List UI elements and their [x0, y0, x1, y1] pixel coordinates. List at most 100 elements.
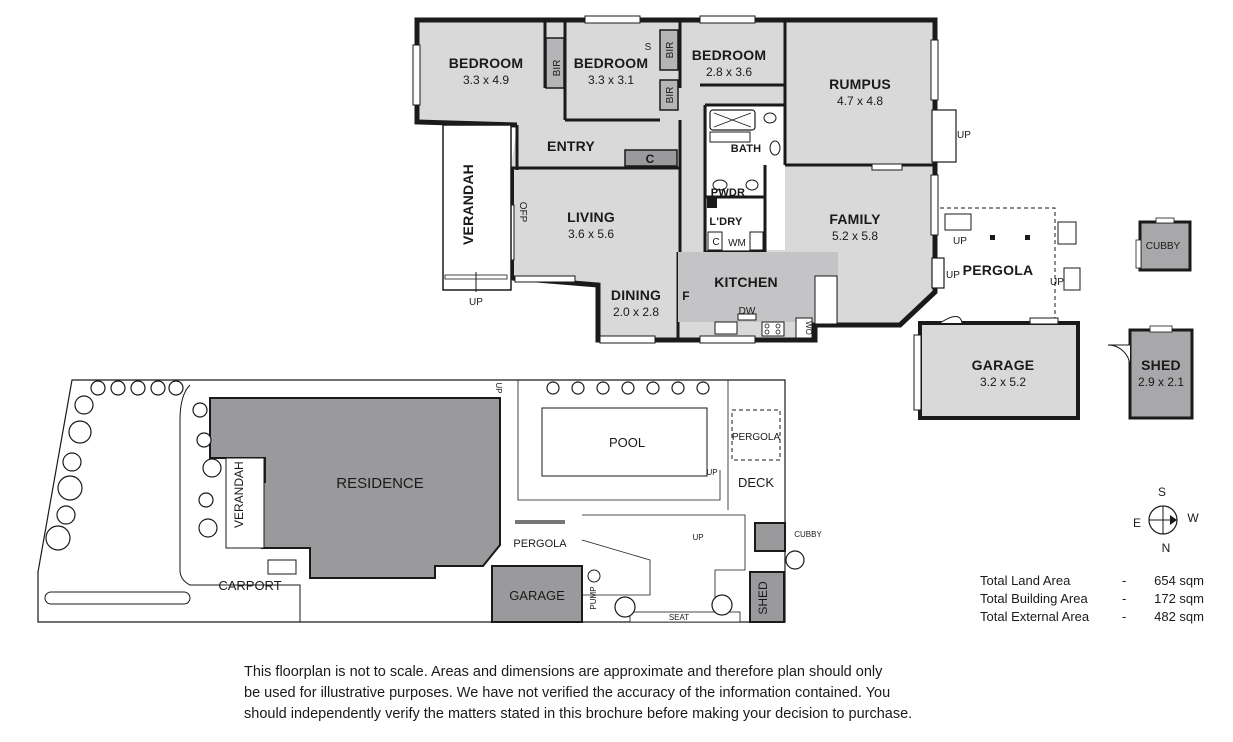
up-label-3: UP	[953, 236, 967, 247]
sink	[714, 321, 738, 335]
bir-3	[659, 79, 679, 111]
site-plan	[37, 379, 805, 623]
area-separator: -	[1122, 573, 1127, 588]
garage	[913, 316, 1080, 420]
pool-label: POOL	[609, 435, 645, 450]
compass-s: S	[1158, 485, 1166, 499]
disclaimer-line: This floorplan is not to scale. Areas an…	[244, 664, 883, 680]
up-label-4: UP	[946, 270, 960, 281]
area-value: 482 sqm	[1154, 609, 1204, 624]
site-pergola-label: PERGOLA	[513, 538, 567, 550]
area-row: Total External Area - 482 sqm	[980, 608, 1210, 626]
bir-2	[659, 29, 679, 71]
site-cubby	[754, 522, 786, 552]
bedroom2-dims: 3.3 x 3.1	[588, 73, 634, 87]
disclaimer-text: This floorplan is not to scale. Areas an…	[244, 662, 1004, 725]
shed-building	[1107, 325, 1194, 420]
area-separator: -	[1122, 609, 1127, 624]
cubby-name: CUBBY	[1146, 241, 1181, 252]
living-name: LIVING	[567, 209, 615, 225]
garage-name: GARAGE	[972, 357, 1035, 373]
pergola-name: PERGOLA	[963, 262, 1034, 278]
bir-label-2: BIR	[665, 42, 676, 59]
pwdr-basin	[745, 179, 759, 191]
bir-label-3: BIR	[665, 87, 676, 104]
area-row: Total Land Area - 654 sqm	[980, 572, 1210, 590]
kitchen-bench	[678, 252, 838, 322]
f-label: F	[682, 289, 690, 303]
pergola-area	[940, 207, 1081, 325]
disclaimer-line: be used for illustrative purposes. We ha…	[244, 685, 891, 701]
site-labels: RESIDENCE VERANDAH CARPORT GARAGE PERGOL…	[218, 382, 822, 622]
site-up-label-1: UP	[692, 533, 703, 542]
floorplan-labels: BEDROOM 3.3 x 4.9 BEDROOM 3.3 x 3.1 BEDR…	[449, 42, 1185, 389]
area-row: Total Building Area - 172 sqm	[980, 590, 1210, 608]
dining-dims: 2.0 x 2.8	[613, 305, 659, 319]
up-label-2: UP	[957, 130, 971, 141]
up-label-1: UP	[469, 297, 483, 308]
bedroom1-dims: 3.3 x 4.9	[463, 73, 509, 87]
verandah-name: VERANDAH	[460, 164, 476, 245]
toilet	[769, 140, 781, 156]
bedroom2-name: BEDROOM	[574, 55, 649, 71]
dining-name: DINING	[611, 287, 661, 303]
cubby-building	[1135, 217, 1192, 272]
site-shed-label: SHED	[756, 581, 770, 615]
pwdr-name: PWDR	[711, 187, 745, 199]
shed-name: SHED	[1141, 357, 1181, 373]
family-dims: 5.2 x 5.8	[832, 229, 878, 243]
pwdr-toilet	[712, 179, 728, 191]
ldry-name: L'DRY	[709, 216, 743, 228]
disclaimer-line: should independently verify the matters …	[244, 706, 913, 722]
site-verandah	[225, 457, 265, 549]
site-pergola2-label: PERGOLA	[732, 432, 781, 443]
site-pergola-right	[731, 409, 781, 461]
family-name: FAMILY	[829, 211, 881, 227]
site-cubby-label: CUBBY	[794, 530, 822, 539]
wm-label: WM	[728, 238, 746, 249]
wo-marker	[795, 317, 813, 339]
area-label: Total Building Area	[980, 591, 1088, 606]
basin	[763, 112, 777, 124]
area-label: Total External Area	[980, 609, 1090, 624]
bedroom3-dims: 2.8 x 3.6	[706, 65, 752, 79]
bir-label-1: BIR	[552, 60, 563, 77]
trees	[45, 380, 805, 618]
up-label-5: UP	[1050, 277, 1064, 288]
area-summary-table: Total Land Area - 654 sqm Total Building…	[980, 572, 1210, 626]
entry-cupboard	[624, 149, 678, 167]
pump-label: PUMP	[589, 586, 598, 609]
c-label-laundry: C	[712, 237, 719, 248]
deck-label: DECK	[738, 475, 774, 490]
site-up-label-3: UP	[494, 382, 503, 393]
c-label-entry: C	[646, 152, 655, 166]
dw-marker	[737, 313, 757, 321]
rumpus-dims: 4.7 x 4.8	[837, 94, 883, 108]
living-dims: 3.6 x 5.6	[568, 227, 614, 241]
laundry-black	[707, 198, 717, 208]
compass: S N E W	[1133, 485, 1199, 555]
residence-label: RESIDENCE	[336, 475, 424, 492]
site-up-label-2: UP	[706, 468, 717, 477]
bir-1	[545, 37, 565, 89]
site-verandah-label: VERANDAH	[232, 461, 246, 528]
bedroom1-name: BEDROOM	[449, 55, 524, 71]
area-label: Total Land Area	[980, 573, 1071, 588]
kitchen-name: KITCHEN	[714, 274, 778, 290]
site-shed	[749, 571, 785, 623]
site-garage-label: GARAGE	[509, 588, 565, 603]
laundry-cupboard	[707, 231, 723, 251]
fridge	[814, 275, 838, 325]
site-garage	[491, 565, 583, 623]
bath-name: BATH	[731, 143, 762, 155]
site-pool	[541, 407, 708, 477]
bedroom3-name: BEDROOM	[692, 47, 767, 63]
residence-shape	[209, 397, 501, 579]
entry-name: ENTRY	[547, 138, 595, 154]
area-separator: -	[1122, 591, 1127, 606]
s-label: S	[645, 42, 652, 53]
rumpus-name: RUMPUS	[829, 76, 891, 92]
shed-dims: 2.9 x 2.1	[1138, 375, 1184, 389]
cooktop	[761, 321, 785, 337]
garage-dims: 3.2 x 5.2	[980, 375, 1026, 389]
